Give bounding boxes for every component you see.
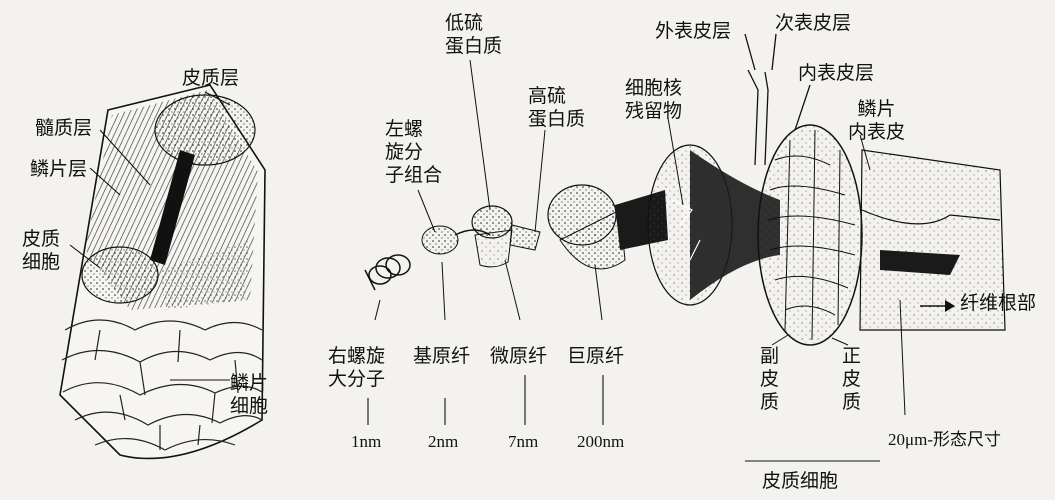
protofibril-shape bbox=[421, 225, 491, 255]
size-20um: 20μm-形态尺寸 bbox=[888, 430, 1001, 449]
label-cortical-cell-bottom: 皮质细胞 bbox=[762, 470, 839, 492]
label-para-cortex-line3: 质 bbox=[760, 391, 780, 413]
label-low-sulfur-line1: 低硫 bbox=[445, 12, 484, 34]
hair-fiber-cylinder bbox=[59, 84, 266, 460]
label-high-sulfur-protein: 高硫 蛋白质 bbox=[528, 85, 585, 131]
label-macrofibril: 巨原纤 bbox=[567, 345, 625, 367]
label-scale-layer: 鳞片层 bbox=[30, 158, 88, 180]
label-scale-endo-line2: 内表皮 bbox=[848, 121, 906, 143]
right-helix bbox=[364, 254, 411, 291]
label-left-helix-line3: 子组合 bbox=[385, 164, 443, 186]
left-leader-lines bbox=[69, 91, 231, 381]
size-200nm: 200nm bbox=[577, 432, 625, 451]
label-scale-cell: 鳞片 细胞 bbox=[230, 372, 268, 418]
label-right-helix-line2: 大分子 bbox=[328, 368, 386, 390]
label-nuclear-remnant: 细胞核 残留物 bbox=[625, 77, 682, 123]
size-2nm: 2nm bbox=[428, 432, 459, 451]
label-epicuticle: 次表皮层 bbox=[775, 12, 852, 34]
label-cortical-cell-line1: 皮质 bbox=[22, 228, 61, 250]
label-endocuticle: 内表皮层 bbox=[798, 62, 875, 84]
label-cortex-layer: 皮质层 bbox=[182, 67, 240, 89]
label-cortical-cell-line2: 细胞 bbox=[22, 251, 61, 273]
label-nuclear-remnant-line2: 残留物 bbox=[625, 100, 683, 122]
label-right-helix-macromolecule: 右螺旋 大分子 bbox=[328, 345, 385, 391]
size-7nm: 7nm bbox=[508, 432, 539, 451]
microfibril-shape bbox=[471, 205, 541, 268]
size-1nm: 1nm bbox=[351, 432, 382, 451]
size-scale-lines bbox=[367, 375, 880, 462]
label-protofibril: 基原纤 bbox=[413, 345, 471, 367]
cortical-cell-disc bbox=[757, 124, 1006, 346]
label-high-sulfur-line1: 高硫 bbox=[528, 85, 567, 107]
label-ortho-cortex-line2: 皮 bbox=[842, 368, 862, 390]
label-left-helix-line2: 旋分 bbox=[385, 141, 424, 163]
fiber-root-arrow bbox=[920, 300, 955, 312]
label-medulla-layer: 髓质层 bbox=[35, 117, 93, 139]
label-ortho-cortex-line3: 质 bbox=[842, 391, 862, 413]
label-left-helix-line1: 左螺 bbox=[385, 118, 424, 140]
label-fiber-root: 纤维根部 bbox=[960, 292, 1037, 314]
label-right-helix-line1: 右螺旋 bbox=[328, 345, 386, 367]
label-ortho-cortex: 正 皮 质 bbox=[842, 345, 861, 414]
label-scale-endo-line1: 鳞片 bbox=[857, 98, 896, 120]
cuticle-pins bbox=[744, 33, 811, 166]
label-scale-cell-line1: 鳞片 bbox=[230, 372, 269, 394]
label-left-helix-group: 左螺 旋分 子组合 bbox=[385, 118, 442, 187]
label-microfibril: 微原纤 bbox=[490, 345, 548, 367]
label-exocuticle: 外表皮层 bbox=[655, 20, 732, 42]
label-para-cortex: 副 皮 质 bbox=[760, 345, 779, 414]
label-low-sulfur-line2: 蛋白质 bbox=[445, 35, 503, 57]
label-para-cortex-line1: 副 bbox=[760, 345, 780, 367]
label-low-sulfur-protein: 低硫 蛋白质 bbox=[445, 12, 502, 58]
cell-cone bbox=[647, 144, 780, 306]
middle-leader-lines bbox=[374, 59, 906, 416]
label-scale-endocuticle: 鳞片 内表皮 bbox=[848, 98, 905, 144]
label-high-sulfur-line2: 蛋白质 bbox=[528, 108, 586, 130]
label-cortical-cell: 皮质 细胞 bbox=[22, 228, 60, 274]
label-nuclear-remnant-line1: 细胞核 bbox=[625, 77, 683, 99]
label-ortho-cortex-line1: 正 bbox=[842, 345, 862, 367]
label-para-cortex-line2: 皮 bbox=[760, 368, 780, 390]
label-scale-cell-line2: 细胞 bbox=[230, 395, 269, 417]
